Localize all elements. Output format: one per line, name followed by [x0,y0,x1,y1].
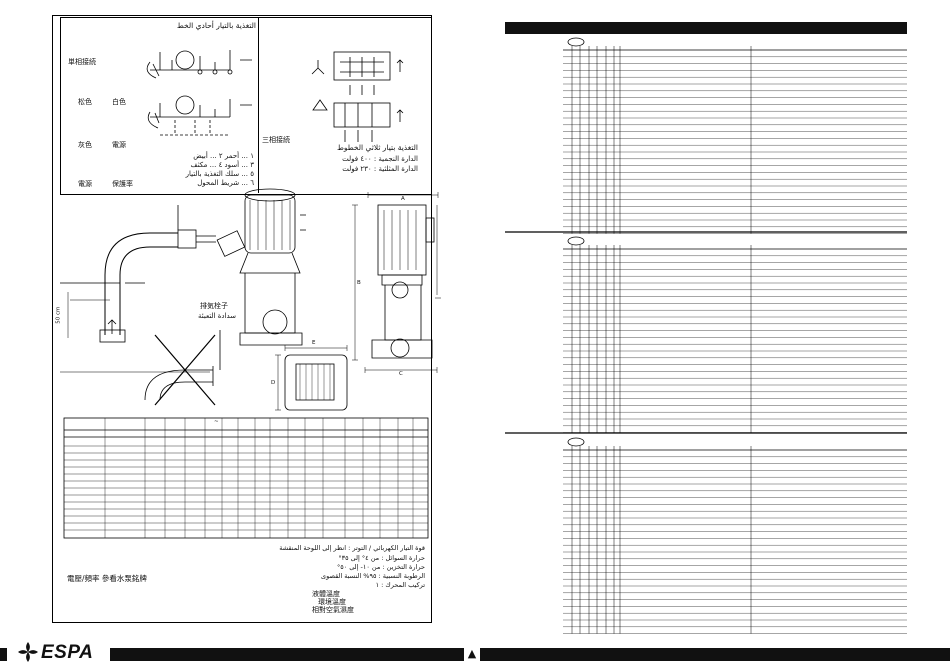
footer-left-square [0,648,7,661]
condition-cn-main: 電壓/頻率 參看水泵銘牌 [67,574,147,583]
capacitor-symbol-1 [175,50,195,70]
condition-cn-env: 環境溫度 [318,598,346,606]
condition-line-2: حرارة السوائل : من ٤° إلى ٣٥° [338,554,425,562]
section-oval-marker [567,236,585,246]
legend-line-1: ١ ... أحمر ٢ ... أبيض [193,152,254,160]
three-phase-title: التغذية بتيار ثلاثي الخطوط [336,143,418,152]
plug-label-ar: سدادة التعبئة [198,312,237,320]
brand-name: ESPA [41,642,94,663]
section-oval-marker [567,37,585,47]
right-table-section [505,231,907,433]
plug-label-cn: 排気栓子 [200,302,228,310]
condition-line-5: تركيب المحرك : ١ [375,581,425,589]
star-connection-box [333,51,391,81]
protect-label: 保護率 [112,180,133,188]
condition-cn-humid: 相對空氣濕度 [312,606,354,614]
right-table-section [505,432,907,634]
espa-logo-icon [16,640,40,664]
dimension-label-a: A [401,196,405,202]
dimension-label-b: B [357,280,361,286]
delta-connection-line: الدارة المثلثية : ٢٣٠ فولت [342,165,418,173]
right-table-section [563,37,907,234]
wiring-box [60,17,432,195]
right-header-bar [505,22,907,34]
pump-motor [244,194,296,254]
pump-top-view [284,354,348,411]
brown-wire-label: 白色 [112,98,126,106]
section-oval-marker [567,437,585,447]
condition-line-1: قوة التيار الكهربائي / التوتر : انظر إلى… [279,544,425,552]
legend-line-2: ٣ ... أسود ٤ ... مكثف [190,161,254,169]
legend-line-3: ٥ ... سلك التغذية بالتيار [185,170,254,178]
black-wire-label: 松色 [78,98,92,106]
left-page-frame [52,15,432,623]
three-phase-cn-label: 三相接続 [262,136,290,144]
single-phase-cn-label: 単相接続 [68,58,96,66]
capacitor-symbol-2 [175,95,195,115]
dimension-label-e: E [312,340,316,346]
footer-bar [110,648,950,661]
footer-page-marker: ▲ [464,646,480,661]
condition-line-4: الرطوبة النسبية : ٩٥% النسبة القصوى [321,572,425,580]
wiring-divider [258,17,259,193]
star-connection-line: الدارة النجمية : ٤٠٠ فولت [342,155,418,163]
cable-label: 電源 [78,180,92,188]
dimension-label-d: D [271,380,276,386]
condition-line-3: حرارة التخزين : من ١٠- إلى ٥٠° [336,563,425,571]
earth-label: 電源 [112,141,126,149]
dimension-label-c: C [399,371,403,377]
performance-table [63,417,429,539]
legend-line-4: ٦ ... شريط المحول [197,179,254,187]
blue-wire-label: 灰色 [78,141,92,149]
single-phase-title: التغذية بالتيار أحادي الخط [176,21,256,30]
delta-connection-box [333,102,391,128]
table-header-tilde: ~ [214,419,219,425]
condition-cn-liquid: 液體溫度 [312,590,340,598]
